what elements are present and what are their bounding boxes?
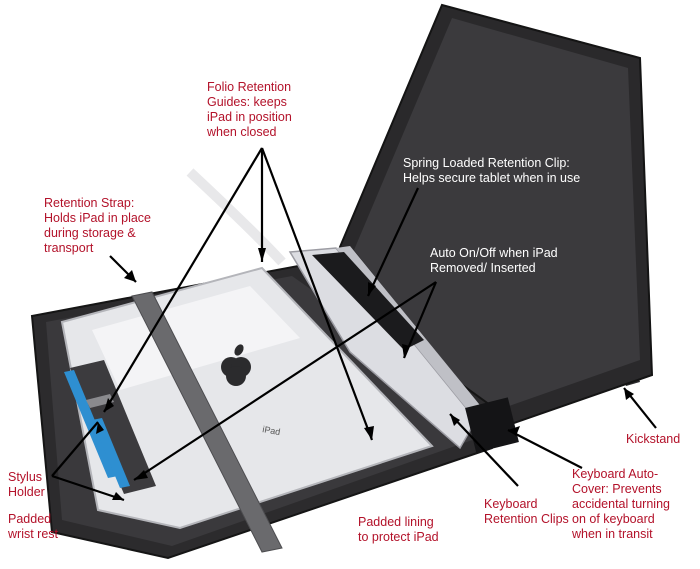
arrow-stylus xyxy=(51,421,99,477)
label-retention-strap: Retention Strap: Holds iPad in place dur… xyxy=(44,196,152,255)
stylus-1 xyxy=(64,370,118,478)
spring-clip xyxy=(312,252,424,350)
arrow-cover xyxy=(507,429,583,469)
apple-logo xyxy=(221,344,251,386)
arrow-spring xyxy=(367,187,419,297)
folio-back-inner xyxy=(354,18,640,412)
arrow-auto-2 xyxy=(402,281,438,359)
arrow-heads xyxy=(96,248,634,500)
stylus-2 xyxy=(92,418,130,488)
label-padded-wrist: Padded wrist rest xyxy=(8,512,58,541)
arrow-auto xyxy=(133,281,437,481)
label-padded-lining: Padded lining to protect iPad xyxy=(358,515,439,544)
arrow-folio-1 xyxy=(103,147,263,413)
label-stylus-holder: Stylus Holder xyxy=(8,470,45,499)
label-spring-clip: Spring Loaded Retention Clip: Helps secu… xyxy=(403,156,581,185)
label-kickstand: Kickstand xyxy=(626,432,681,446)
label-keyboard-cover: Keyboard Auto- Cover: Prevents accidenta… xyxy=(572,467,670,541)
label-keyboard-clips: Keyboard Retention Clips xyxy=(484,497,569,526)
stand-edge xyxy=(186,168,286,266)
ipad-text: iPad xyxy=(262,424,281,437)
label-folio-retention: Folio Retention Guides: keeps iPad in po… xyxy=(207,80,292,139)
retention-strap xyxy=(131,291,283,553)
ipad-shine xyxy=(92,286,300,390)
label-auto-on-off: Auto On/Off when iPad Removed/ Inserted xyxy=(430,246,558,275)
stylus-clip xyxy=(86,394,114,408)
arrow-folio-3 xyxy=(260,147,374,441)
arrow-wrist xyxy=(51,474,125,502)
keyboard-auto-cover xyxy=(465,397,519,453)
stylus-holder xyxy=(70,360,156,494)
arrow-clips xyxy=(449,413,519,487)
